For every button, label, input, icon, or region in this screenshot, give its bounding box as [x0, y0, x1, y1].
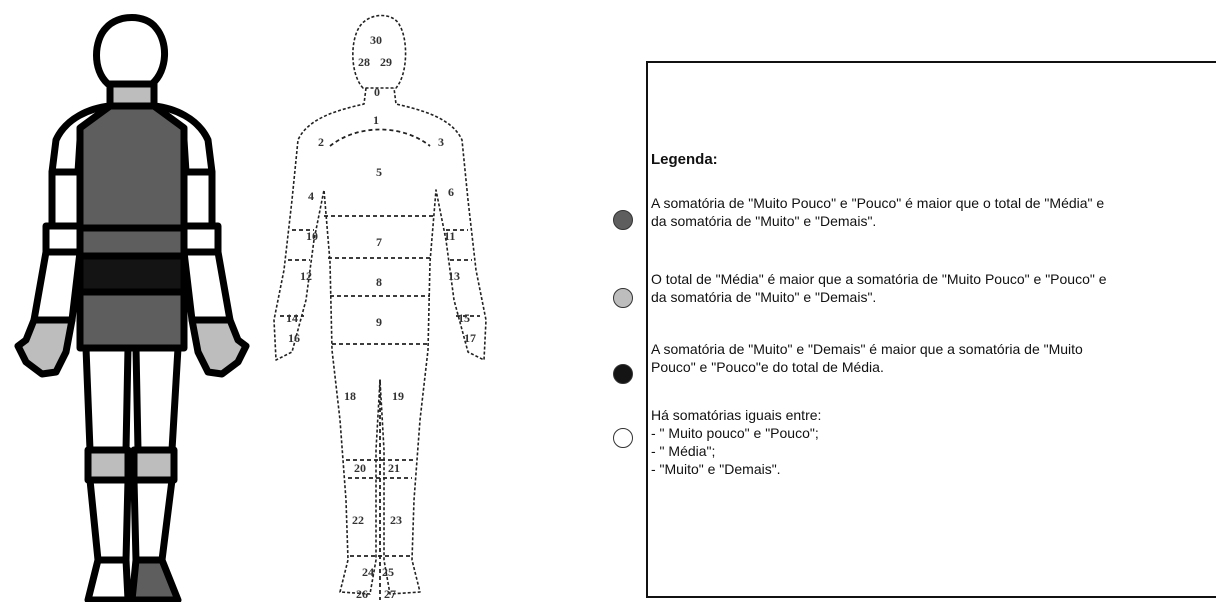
- left-knee-region: [88, 450, 128, 480]
- region-number: 19: [392, 389, 404, 403]
- black-swatch: [613, 364, 633, 384]
- region-number: 27: [384, 587, 396, 601]
- lower-back-region: [80, 256, 184, 292]
- region-number: 25: [382, 565, 394, 579]
- region-number: 29: [380, 55, 392, 69]
- right-upper-arm-region: [184, 172, 212, 226]
- left-elbow-region: [46, 226, 80, 252]
- light-gray-swatch: [613, 288, 633, 308]
- region-number: 1: [373, 113, 379, 127]
- region-number: 0: [374, 85, 380, 99]
- head-region: [97, 18, 165, 85]
- region-number: 24: [362, 565, 374, 579]
- region-number: 5: [376, 165, 382, 179]
- region-number: 16: [288, 331, 300, 345]
- region-number: 15: [458, 311, 470, 325]
- right-knee-region: [134, 450, 174, 480]
- region-number: 21: [388, 461, 400, 475]
- region-number: 12: [300, 269, 312, 283]
- left-upper-arm-region: [52, 172, 80, 226]
- left-hand-region: [18, 320, 72, 374]
- right-hand-region: [192, 320, 246, 374]
- region-number: 23: [390, 513, 402, 527]
- waist-region: [80, 228, 184, 256]
- region-number: 7: [376, 235, 382, 249]
- upper-back-region: [80, 106, 184, 228]
- right-lower-leg-region: [134, 480, 172, 560]
- left-foot-region: [88, 560, 128, 600]
- region-number: 4: [308, 189, 314, 203]
- region-number: 22: [352, 513, 364, 527]
- region-number: 2: [318, 135, 324, 149]
- dark-gray-swatch: [613, 210, 633, 230]
- legend-item-text: Há somatórias iguais entre: - " Muito po…: [651, 406, 1216, 478]
- region-number: 13: [448, 269, 460, 283]
- legend-item-text: A somatória de "Muito" e "Demais" é maio…: [651, 340, 1216, 376]
- region-number: 6: [448, 185, 454, 199]
- legend-title: Legenda:: [651, 151, 718, 168]
- region-number: 30: [370, 33, 382, 47]
- numbered-body-diagram: 30 28 29 0 1 2 3 4 5 6 7 8 9 10 11 12 13…: [258, 0, 508, 602]
- region-number: 18: [344, 389, 356, 403]
- region-number: 10: [306, 229, 318, 243]
- region-number: 28: [358, 55, 370, 69]
- legend-box: [646, 61, 1216, 598]
- right-forearm-region: [184, 252, 230, 320]
- shaded-body-diagram: [0, 0, 258, 602]
- region-number: 3: [438, 135, 444, 149]
- region-number: 20: [354, 461, 366, 475]
- region-number: 26: [356, 587, 368, 601]
- left-forearm-region: [34, 252, 80, 320]
- legend-item-text: O total de "Média" é maior que a somatór…: [651, 270, 1216, 306]
- region-number: 14: [286, 311, 298, 325]
- right-elbow-region: [184, 226, 218, 252]
- region-number: 8: [376, 275, 382, 289]
- gluteal-region: [80, 292, 184, 348]
- left-thigh-region: [86, 348, 128, 450]
- left-lower-leg-region: [90, 480, 128, 560]
- right-thigh-region: [136, 348, 178, 450]
- white-swatch: [613, 428, 633, 448]
- right-foot-region: [132, 560, 178, 600]
- legend-item-text: A somatória de "Muito Pouco" e "Pouco" é…: [651, 194, 1216, 230]
- region-number: 17: [464, 331, 476, 345]
- region-number: 9: [376, 315, 382, 329]
- region-number: 11: [444, 229, 455, 243]
